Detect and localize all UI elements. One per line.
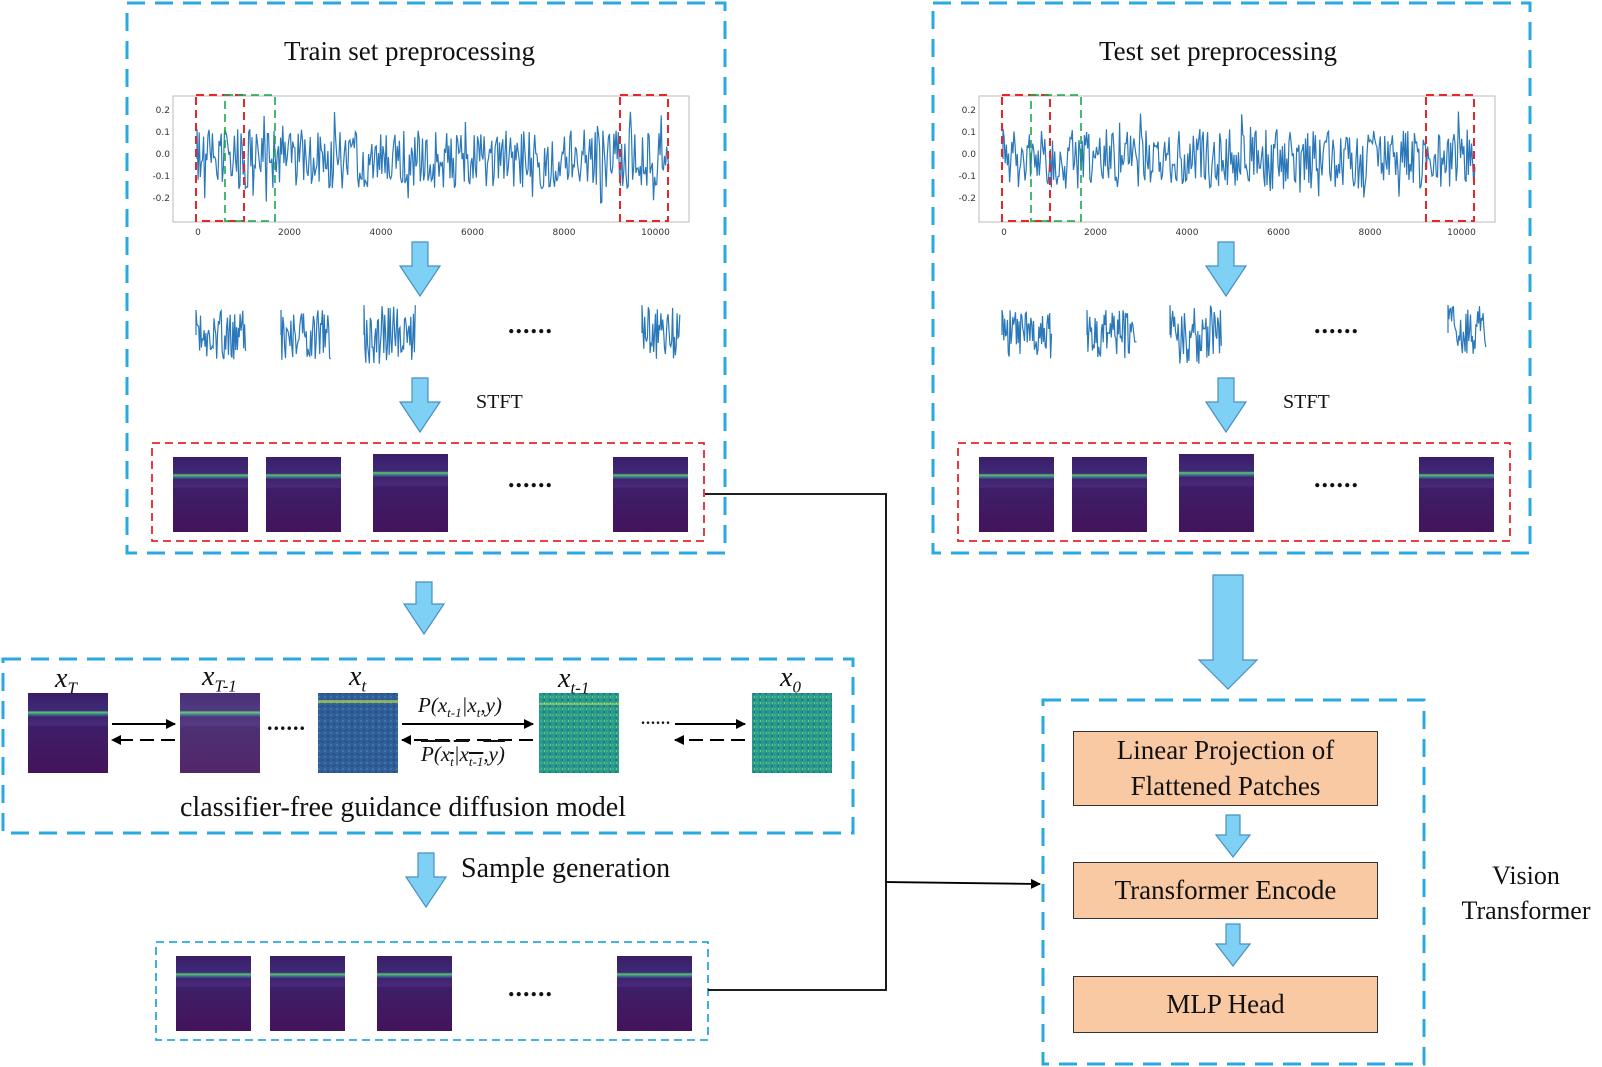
x-tick-label: 2000 xyxy=(1084,228,1107,238)
diffusion-image-xT xyxy=(28,693,108,773)
diffusion-label-x0: x0 xyxy=(780,662,801,697)
y-tick-label: 0.1 xyxy=(962,128,976,138)
x-tick-label: 8000 xyxy=(1359,228,1382,238)
train-title: Train set preprocessing xyxy=(284,36,535,66)
vit-transformer-encode-box: Transformer Encode xyxy=(1073,862,1378,919)
diffusion-label-xT: xT xyxy=(55,663,77,698)
x-tick-label: 6000 xyxy=(1267,228,1290,238)
diffusion-image-xT1 xyxy=(180,693,260,773)
x-tick-label: 10000 xyxy=(641,228,670,238)
train-segments-ellipsis: ...... xyxy=(508,310,553,339)
x-tick-label: 0 xyxy=(195,228,201,238)
generated-spectrogram-1 xyxy=(176,956,251,1031)
y-tick-label: 0.1 xyxy=(156,128,170,138)
train-signal-plot: 0.2 0.1 0.0 -0.1 -0.2 0 2000 4000 6000 8000 10000 xyxy=(152,94,690,238)
test-x-ticks: 0 2000 4000 6000 8000 10000 xyxy=(1001,228,1476,238)
y-tick-label: 0.2 xyxy=(962,106,976,116)
generated-spectrogram-2 xyxy=(270,956,345,1031)
diffusion-ellipsis-1: ...... xyxy=(267,710,306,735)
test-stft-label: STFT xyxy=(1283,391,1330,413)
y-tick-label: 0.0 xyxy=(962,150,977,160)
diffusion-panel xyxy=(1,657,855,835)
vision-transformer-label: Vision Transformer xyxy=(1461,861,1591,926)
vit-arrow-2 xyxy=(1214,923,1252,967)
y-tick-label: 0.2 xyxy=(156,106,170,116)
test-y-ticks: 0.2 0.1 0.0 -0.1 -0.2 xyxy=(958,106,976,204)
train-x-ticks: 0 2000 4000 6000 8000 10000 xyxy=(195,228,670,238)
diffusion-image-xt xyxy=(318,693,398,773)
vit-panel xyxy=(1041,698,1426,1066)
diffusion-image-x0 xyxy=(752,693,832,773)
diffusion-ellipsis-2: ...... xyxy=(641,711,671,728)
test-down-arrow-1 xyxy=(1204,241,1248,298)
sample-generation-arrow xyxy=(404,852,448,909)
test-spectrogram-4 xyxy=(1419,457,1494,532)
test-segments xyxy=(1001,305,1487,364)
test-panel xyxy=(931,1,1532,555)
x-tick-label: 4000 xyxy=(370,228,393,238)
x-tick-label: 10000 xyxy=(1447,228,1476,238)
train-down-arrow-1 xyxy=(398,241,442,298)
generated-spectrogram-4 xyxy=(617,956,692,1031)
train-to-vit-connector xyxy=(705,493,887,882)
test-title: Test set preprocessing xyxy=(1099,36,1338,66)
y-tick-label: -0.2 xyxy=(958,194,976,204)
train-segments xyxy=(195,305,681,364)
test-spectrogram-3 xyxy=(1179,454,1254,532)
generated-to-vit-connector xyxy=(708,882,887,991)
generated-spectrogram-3 xyxy=(377,956,452,1031)
x-tick-label: 4000 xyxy=(1176,228,1199,238)
train-spectrograms-ellipsis: ...... xyxy=(508,464,553,493)
vit-mlp-head-box: MLP Head xyxy=(1073,976,1378,1033)
train-spectrogram-group xyxy=(151,442,705,542)
test-signal-plot: 0.2 0.1 0.0 -0.1 -0.2 0 2000 4000 6000 8000 10000 xyxy=(958,94,1496,238)
merged-to-vit-arrow xyxy=(885,878,1041,889)
y-tick-label: -0.1 xyxy=(958,172,976,182)
test-spectrograms-ellipsis: ...... xyxy=(1314,464,1359,493)
train-spectrogram-3 xyxy=(373,454,448,532)
diffusion-image-xt1 xyxy=(539,693,619,773)
vit-linear-projection-box: Linear Projection of Flattened Patches xyxy=(1073,731,1378,806)
generated-spectrogram-group xyxy=(155,941,709,1041)
diffusion-label-xT1: xT-1 xyxy=(202,661,237,696)
train-spectrogram-4 xyxy=(613,457,688,532)
x-tick-label: 2000 xyxy=(278,228,301,238)
y-tick-label: -0.1 xyxy=(152,172,170,182)
y-tick-label: 0.0 xyxy=(156,150,171,160)
train-stft-label: STFT xyxy=(476,391,523,413)
generated-ellipsis: ...... xyxy=(508,973,553,1002)
train-to-diffusion-arrow xyxy=(402,581,446,636)
train-down-arrow-2 xyxy=(398,377,442,434)
train-panel xyxy=(125,1,727,555)
diffusion-label-xt1: xt-1 xyxy=(558,663,590,698)
test-spectrogram-1 xyxy=(979,457,1054,532)
x-tick-label: 6000 xyxy=(461,228,484,238)
test-spectrogram-group xyxy=(957,442,1511,542)
forward-equation: P(xt-1|xt,y) xyxy=(418,693,502,721)
test-down-arrow-2 xyxy=(1204,377,1248,434)
sample-generation-label: Sample generation xyxy=(461,853,671,884)
train-spectrogram-1 xyxy=(173,457,248,532)
reverse-equation: P(xt|xt-1,y) xyxy=(421,742,505,770)
x-tick-label: 0 xyxy=(1001,228,1007,238)
test-spectrogram-2 xyxy=(1072,457,1147,532)
diffusion-label-xt: xt xyxy=(349,661,367,696)
train-signal-wave xyxy=(196,111,670,204)
y-tick-label: -0.2 xyxy=(152,194,170,204)
test-to-vit-arrow xyxy=(1197,574,1259,690)
vit-arrow-1 xyxy=(1214,814,1252,858)
x-tick-label: 8000 xyxy=(553,228,576,238)
train-spectrogram-2 xyxy=(266,457,341,532)
test-segments-ellipsis: ...... xyxy=(1314,310,1359,339)
train-y-ticks: 0.2 0.1 0.0 -0.1 -0.2 xyxy=(152,106,170,204)
diffusion-model-label: classifier-free guidance diffusion model xyxy=(180,792,626,823)
